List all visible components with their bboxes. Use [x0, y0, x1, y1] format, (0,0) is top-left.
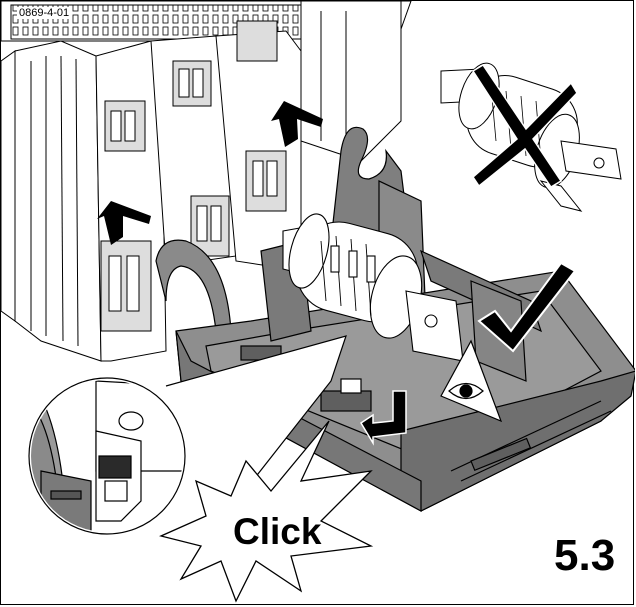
- switchgear-modules: [1, 1, 412, 362]
- click-burst: [159, 420, 374, 603]
- check-icon: [477, 261, 577, 353]
- cross-icon: [471, 63, 578, 189]
- eye-icon: [440, 339, 503, 423]
- arrow-down-icon: [97, 101, 323, 245]
- figure-id: 0869-4-01: [17, 7, 72, 19]
- arrow-down-icon: [359, 390, 407, 446]
- click-label: Click: [233, 511, 322, 552]
- fuse-cartridge: [282, 213, 464, 362]
- step-number: 5.3: [554, 531, 616, 580]
